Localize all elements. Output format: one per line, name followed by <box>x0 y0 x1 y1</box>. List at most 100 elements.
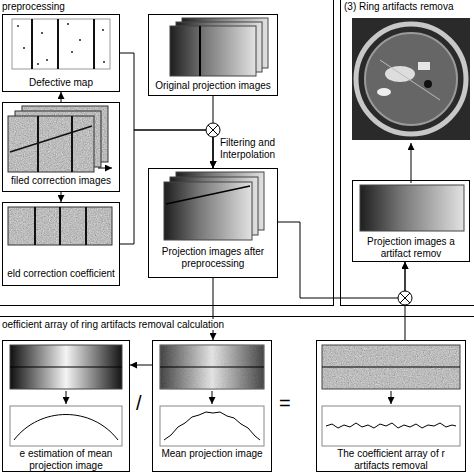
coefficient-column <box>59 207 61 245</box>
text-block: (3) Ring artifacts remova <box>344 1 472 13</box>
multiply-symbol <box>206 123 220 137</box>
multiply-symbol <box>398 291 412 305</box>
panel-caption: Projection images a artifact remov <box>367 236 455 259</box>
panel-caption: Original projection images <box>155 80 271 91</box>
flow-arrow <box>61 192 62 202</box>
text-block: The coefficient array of r artifacts rem… <box>320 448 462 472</box>
defect-pixel <box>103 61 105 63</box>
flat-image <box>8 116 94 172</box>
image-panel: eld correction coefficient <box>2 202 120 286</box>
section-box: oefficient array of ring artifacts remov… <box>0 316 474 474</box>
profile-curve <box>164 412 260 440</box>
text-block: oefficient array of ring artifacts remov… <box>2 319 472 331</box>
profile-line <box>10 367 122 368</box>
multiply-cross <box>400 293 410 303</box>
defect-column <box>31 19 33 69</box>
projection-image <box>164 182 252 240</box>
coefficient-image <box>8 207 112 245</box>
ct-feature <box>424 80 432 88</box>
image-panel: Projection images a artifact remov <box>352 180 470 262</box>
defect-pixel <box>17 25 19 27</box>
profile-line <box>160 367 264 368</box>
ct-feature <box>380 60 440 100</box>
panel-caption: filed correction images <box>11 175 111 186</box>
text-block: Projection images a artifact remov <box>356 236 466 260</box>
multiply-symbol <box>398 291 412 305</box>
profile-arrow <box>66 391 67 404</box>
profile-line <box>322 367 460 368</box>
multiply-cross <box>208 125 218 135</box>
coefficient-frame <box>8 207 112 245</box>
defect-pixel <box>71 51 73 53</box>
coefficient-array-image <box>322 345 460 389</box>
image-panel: Mean projection image <box>152 340 272 472</box>
section-title: oefficient array of ring artifacts remov… <box>2 319 224 330</box>
multiply-cross <box>208 125 218 135</box>
flat-wire <box>10 126 92 152</box>
image-panel: The coefficient array of r artifacts rem… <box>316 340 466 472</box>
section-box: preprocessingDefective map filed correcti… <box>0 0 334 306</box>
defect-pixel <box>41 32 43 34</box>
section-title: (3) Ring artifacts remova <box>344 1 453 12</box>
stack-arrow <box>98 168 112 169</box>
projection-image <box>170 26 256 76</box>
text-block: Defective map <box>6 77 116 89</box>
panel-caption: The coefficient array of r artifacts rem… <box>337 448 445 471</box>
ct-ring <box>356 24 466 134</box>
image-panel: Original projection images <box>148 14 278 96</box>
flow-arrow <box>61 92 62 102</box>
ct-feature <box>377 88 391 96</box>
operator-symbol: = <box>279 392 291 415</box>
text-block: eld correction coefficient <box>6 268 116 280</box>
profile-arrow <box>391 391 392 404</box>
panel-caption: Mean projection image <box>161 448 262 459</box>
defect-column <box>93 19 95 69</box>
profile-arrow <box>212 391 213 404</box>
edge-label: Filtering and Interpolation <box>220 137 282 161</box>
profile-plot <box>322 406 460 446</box>
ct-feature <box>418 62 430 70</box>
text-block: Original projection images <box>152 80 274 92</box>
coefficient-array-frame <box>322 345 460 389</box>
profile-curve <box>326 423 456 428</box>
defect-pixel <box>37 63 39 65</box>
defect-image <box>12 19 110 69</box>
reconstruction-arrow <box>411 143 412 183</box>
mean-estimate-image <box>10 345 122 389</box>
flat-column <box>71 116 73 172</box>
flow-arrow <box>213 278 214 340</box>
multiply-symbol <box>206 123 220 137</box>
text-block: Mean projection image <box>156 448 268 460</box>
defect-pixel <box>23 47 25 49</box>
section-title: preprocessing <box>2 1 65 12</box>
profile-curve <box>14 415 118 441</box>
panel-caption: eld correction coefficient <box>7 268 115 279</box>
text-block: e estimation of mean projection image <box>6 448 126 472</box>
panel-caption: Defective map <box>29 77 93 88</box>
panel-caption: e estimation of mean projection image <box>20 448 113 471</box>
panel-caption: Projection images after preprocessing <box>162 246 264 269</box>
image-panel: e estimation of mean projection image <box>2 340 130 472</box>
defect-pixel <box>102 29 104 31</box>
flow-arrow <box>278 222 405 298</box>
ct-feature <box>385 66 415 82</box>
coefficient-column <box>85 207 87 245</box>
defect-pixel <box>67 23 69 25</box>
coefficient-column <box>34 207 36 245</box>
projection-wire <box>166 186 250 204</box>
text-block: Projection images after preprocessing <box>152 246 274 270</box>
flow-arrow <box>120 130 213 244</box>
projection-defect <box>199 26 201 76</box>
image-panel: filed correction images <box>2 102 120 192</box>
flow-arrow <box>130 365 152 366</box>
profile-plot <box>10 406 122 446</box>
defect-pixel <box>79 39 81 41</box>
mean-image-noise <box>160 345 264 389</box>
text-block: preprocessing <box>2 1 330 13</box>
flat-image-frame <box>8 116 94 172</box>
mean-image <box>160 345 264 389</box>
text-block: filed correction images <box>6 175 116 187</box>
operator-symbol: / <box>136 392 142 415</box>
